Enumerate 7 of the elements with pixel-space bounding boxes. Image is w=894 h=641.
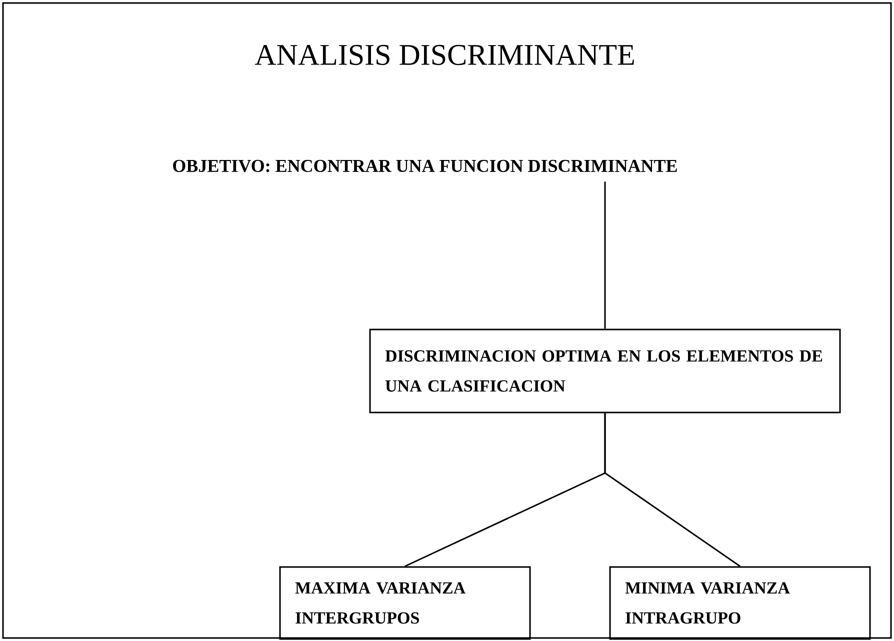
connector-line [604,413,740,567]
connector-line [604,182,606,329]
title: ANALISIS DISCRIMINANTE [254,44,634,66]
text-box: MINIMA VARIANZA INTRAGRUPO [609,566,871,640]
text-box: DISCRIMINACION OPTIMA EN LOS ELEMENTOS DE UNA CLASIFICACION [369,328,841,414]
text-box: MAXIMA VARIANZA INTERGRUPOS [279,566,531,640]
objective-text: OBJETIVO: ENCONTRAR UNA FUNCION DISCRIMINANTE [173,160,677,172]
